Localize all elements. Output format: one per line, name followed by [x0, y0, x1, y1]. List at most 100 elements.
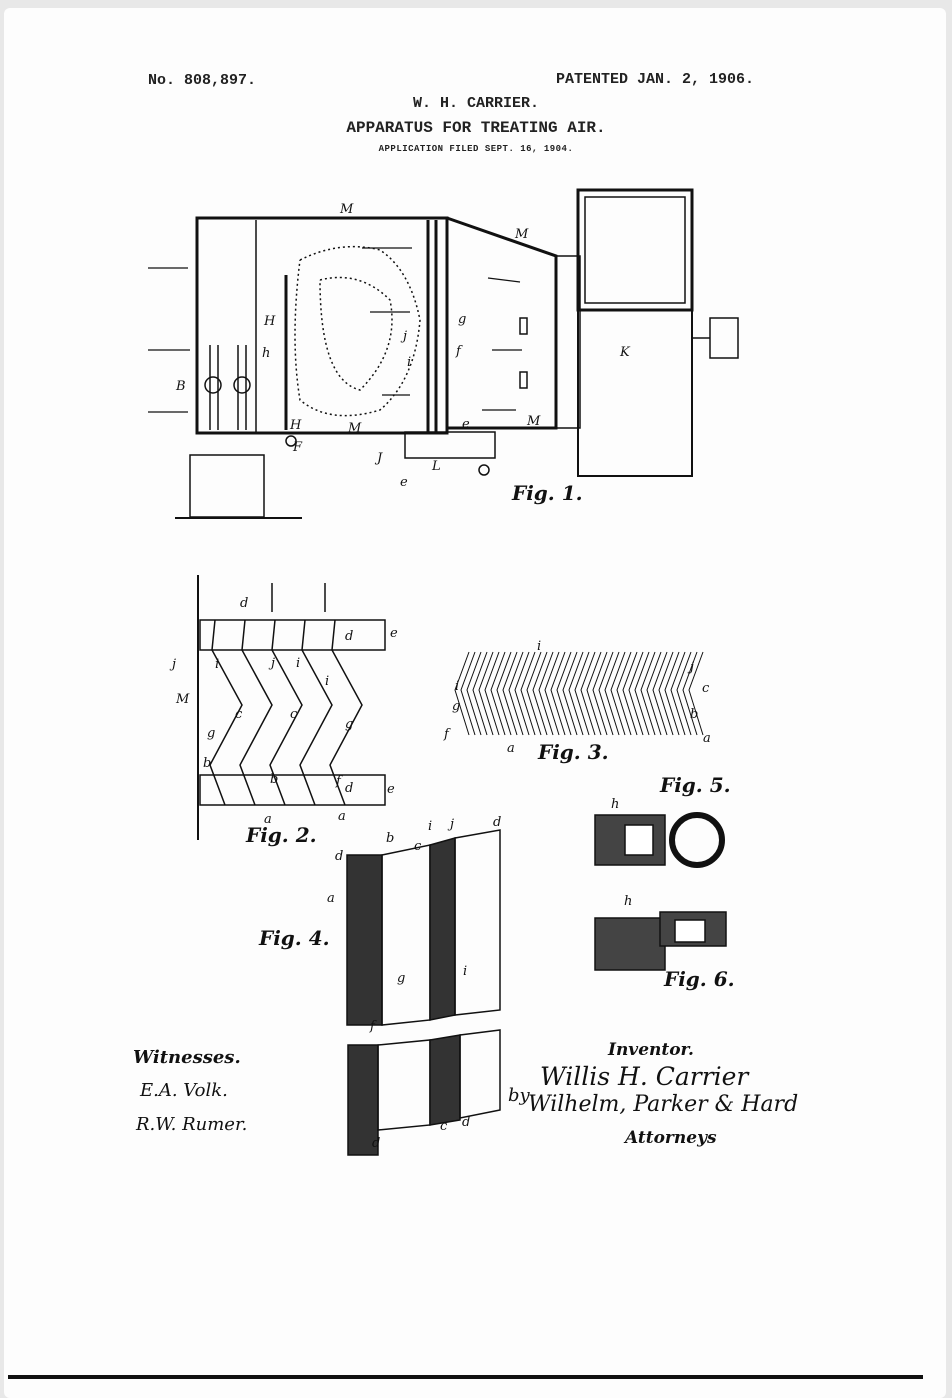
baffle-chevron	[592, 651, 608, 736]
reference-letter: i	[428, 819, 432, 834]
baffle-chevron	[556, 651, 572, 736]
reference-letter: H	[263, 314, 276, 329]
figure-5-drawing	[594, 812, 725, 868]
patent-page	[4, 8, 946, 1398]
figure-4-drawing	[346, 829, 501, 1156]
reference-letter: d	[335, 849, 343, 864]
reference-letter: a	[264, 812, 272, 827]
reference-letter: j	[268, 656, 275, 671]
figure-5-caption: Fig. 5.	[659, 773, 731, 797]
reference-letter: i	[455, 679, 459, 694]
reference-letter: j	[400, 329, 407, 344]
reference-letter: f	[455, 344, 463, 359]
baffle-chevron	[514, 651, 530, 736]
patent-number: No. 808,897.	[148, 72, 257, 89]
reference-letter: i	[537, 639, 541, 654]
baffle-chevron	[688, 651, 704, 736]
reference-letter: c	[290, 707, 298, 722]
by-label: by	[508, 1085, 530, 1106]
reference-letter: a	[703, 731, 711, 746]
baffle-chevron	[550, 651, 566, 736]
figure-1-caption: Fig. 1.	[511, 481, 583, 505]
witnesses-label: Witnesses.	[133, 1047, 241, 1068]
reference-letter: d	[240, 596, 248, 611]
baffle-chevron	[682, 651, 698, 736]
reference-letter: J	[374, 451, 383, 466]
baffle-chevron	[610, 651, 626, 736]
figure-4-caption: Fig. 4.	[258, 926, 330, 950]
baffle-chevron	[532, 651, 548, 736]
inventor-signature: Willis H. Carrier	[540, 1062, 749, 1091]
reference-letter: a	[327, 891, 335, 906]
figure-6-drawing	[594, 911, 727, 971]
reference-letter: g	[458, 312, 466, 327]
witness-2-signature: R.W. Rumer.	[136, 1114, 248, 1135]
baffle-chevron	[664, 651, 680, 736]
reference-letter: f	[369, 1019, 377, 1034]
baffle-chevron	[544, 651, 560, 736]
reference-letter: B	[175, 379, 186, 394]
reference-letter: d	[493, 815, 501, 830]
reference-letter: h	[611, 797, 619, 812]
reference-letter: i	[296, 656, 300, 671]
reference-letter: j	[169, 657, 176, 672]
baffle-chevron	[478, 651, 494, 736]
reference-letter: M	[339, 202, 354, 217]
reference-letter: b	[270, 772, 278, 787]
baffle-chevron	[580, 651, 596, 736]
reference-letter: e	[390, 626, 398, 641]
reference-letter: H	[289, 418, 302, 433]
figure-3-caption: Fig. 3.	[537, 740, 609, 764]
reference-letter: a	[507, 741, 515, 756]
reference-letter: e	[387, 782, 395, 797]
baffle-chevron	[616, 651, 632, 736]
baffle-chevron	[568, 651, 584, 736]
inventor-name: W. H. CARRIER.	[412, 95, 540, 112]
baffle-chevron	[586, 651, 602, 736]
baffle-chevron	[628, 651, 644, 736]
reference-letter: M	[347, 421, 362, 436]
baffle-chevron	[490, 651, 506, 736]
reference-letter: d	[345, 781, 353, 796]
reference-letter: i	[215, 657, 219, 672]
figure-6-caption: Fig. 6.	[663, 967, 735, 991]
reference-letter: h	[624, 894, 632, 909]
reference-letter: c	[440, 1119, 448, 1134]
patent-date: PATENTED JAN. 2, 1906.	[556, 71, 755, 88]
reference-letter: j	[447, 817, 454, 832]
reference-letter: b	[203, 756, 211, 771]
baffle-chevron	[484, 651, 500, 736]
witness-1-signature: E.A. Volk.	[140, 1080, 228, 1101]
baffle-chevron	[598, 651, 614, 736]
reference-letter: h	[262, 346, 270, 361]
reference-letter: c	[235, 707, 243, 722]
figure-1-drawing	[148, 188, 739, 519]
reference-letter: i	[463, 964, 467, 979]
reference-letter: d	[345, 629, 353, 644]
reference-letter: g	[397, 971, 405, 986]
baffle-chevron	[604, 651, 620, 736]
baffle-chevron	[640, 651, 656, 736]
baffle-chevron	[652, 651, 668, 736]
reference-letter: i	[407, 355, 411, 370]
baffle-chevron	[460, 651, 476, 736]
attorney-signature: Wilhelm, Parker & Hard	[528, 1092, 799, 1117]
filing-date: APPLICATION FILED SEPT. 16, 1904.	[378, 144, 574, 154]
baffle-chevron	[538, 651, 554, 736]
reference-letter: g	[345, 717, 353, 732]
baffle-chevron	[646, 651, 662, 736]
baffle-chevron	[472, 651, 488, 736]
reference-letter: M	[514, 227, 529, 242]
baffle-chevron	[508, 651, 524, 736]
reference-letter: d	[462, 1115, 470, 1130]
baffle-chevron	[622, 651, 638, 736]
reference-letter: b	[690, 707, 698, 722]
reference-letter: M	[526, 414, 541, 429]
baffle-chevron	[526, 651, 542, 736]
baffle-chevron	[634, 651, 650, 736]
attorneys-label: Attorneys	[625, 1128, 717, 1148]
reference-letter: i	[325, 674, 329, 689]
figure-2-drawing	[197, 575, 386, 840]
baffle-chevron	[670, 651, 686, 736]
